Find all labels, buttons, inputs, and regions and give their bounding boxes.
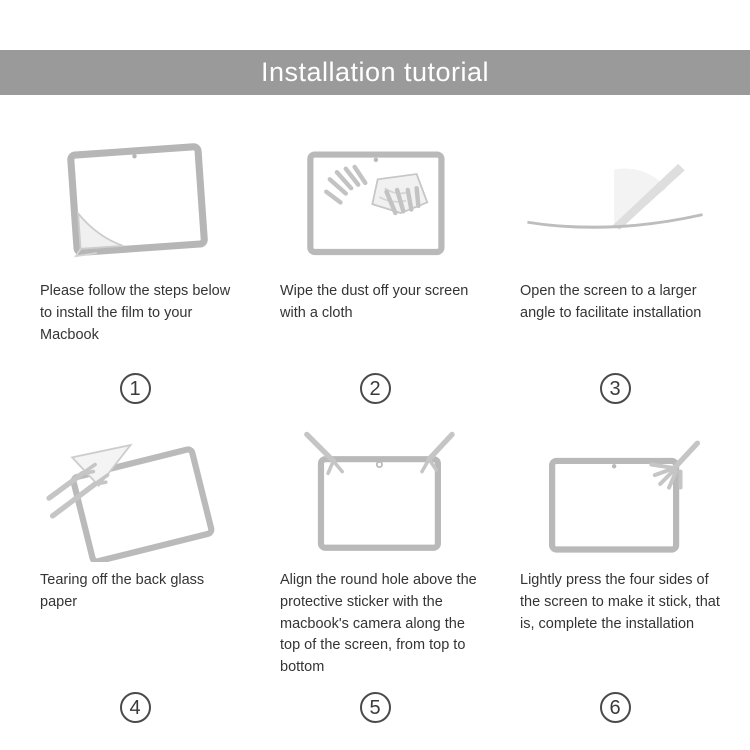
step-6-number: 6 bbox=[609, 696, 621, 719]
step-2-number: 2 bbox=[369, 377, 381, 400]
step-2: Wipe the dust off your screen with a clo… bbox=[262, 127, 488, 404]
open-laptop-wide-angle-icon bbox=[502, 127, 728, 275]
step-5-number-badge: 5 bbox=[359, 692, 391, 723]
step-3-number: 3 bbox=[609, 377, 621, 400]
step-5: Align the round hole above the protectiv… bbox=[262, 426, 488, 723]
step-6-description: Lightly press the four sides of the scre… bbox=[520, 572, 720, 632]
page-title-banner: Installation tutorial bbox=[0, 50, 750, 95]
step-4: Tearing off the back glass paper 4 bbox=[22, 426, 248, 723]
screen-film-corner-peel-icon bbox=[22, 127, 248, 275]
page-title: Installation tutorial bbox=[260, 57, 490, 87]
step-2-number-badge: 2 bbox=[359, 373, 391, 404]
steps-grid: Please follow the steps below to install… bbox=[0, 127, 750, 723]
step-5-number: 5 bbox=[369, 696, 381, 719]
step-1: Please follow the steps below to install… bbox=[22, 127, 248, 404]
step-1-description: Please follow the steps below to install… bbox=[40, 283, 231, 343]
align-film-with-camera-icon bbox=[262, 426, 488, 564]
tear-back-glass-paper-icon bbox=[22, 426, 248, 564]
step-3-description: Open the screen to a larger angle to fac… bbox=[520, 283, 702, 321]
step-1-number: 1 bbox=[129, 377, 141, 400]
step-4-number-badge: 4 bbox=[119, 692, 151, 723]
step-2-description: Wipe the dust off your screen with a clo… bbox=[280, 283, 469, 321]
step-3: Open the screen to a larger angle to fac… bbox=[502, 127, 728, 404]
step-1-number-badge: 1 bbox=[119, 373, 151, 404]
step-4-description: Tearing off the back glass paper bbox=[40, 572, 205, 610]
step-6-number-badge: 6 bbox=[599, 692, 631, 723]
step-3-number-badge: 3 bbox=[599, 373, 631, 404]
step-6: Lightly press the four sides of the scre… bbox=[502, 426, 728, 723]
wipe-screen-with-cloth-icon bbox=[262, 127, 488, 275]
press-screen-edges-icon bbox=[502, 426, 728, 564]
step-5-description: Align the round hole above the protectiv… bbox=[280, 572, 477, 675]
step-4-number: 4 bbox=[129, 696, 141, 719]
